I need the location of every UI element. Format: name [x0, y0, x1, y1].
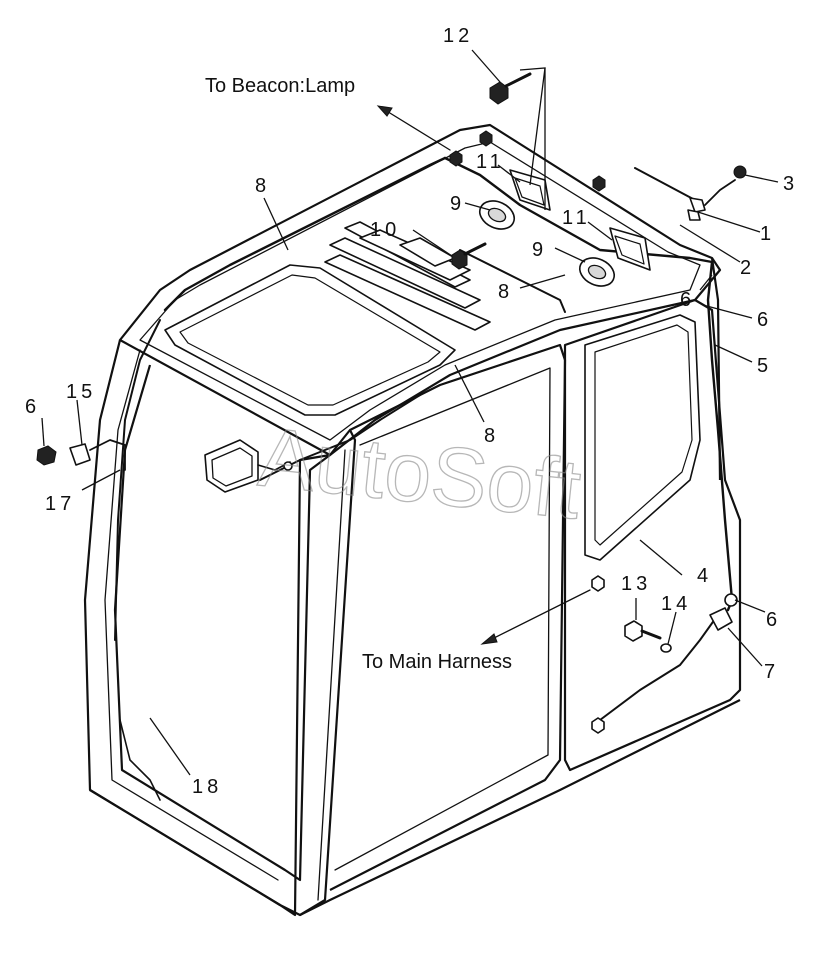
- callout-7: 7: [764, 661, 779, 683]
- speaker-right-icon: [578, 257, 616, 287]
- callout-13: 13: [621, 573, 651, 595]
- roof-outline: [118, 123, 722, 457]
- connector-15-icon: [69, 439, 126, 471]
- roof-harness-side: [443, 156, 714, 264]
- callout-5: 5: [757, 355, 772, 377]
- callout-9-right: 9: [532, 239, 547, 261]
- callout-8-center: 8: [498, 281, 513, 303]
- callout-labels: 12 3 1 2 6 6 5 4 6 7 13 14 8 8 8 9 9 10 …: [25, 25, 798, 798]
- callout-6-roof: 6: [680, 289, 695, 311]
- callout-15: 15: [66, 381, 96, 403]
- callout-3: 3: [783, 173, 798, 195]
- callout-6-left: 6: [25, 396, 40, 418]
- windshield-frame: [113, 364, 331, 882]
- lower-left-harness: [119, 719, 161, 801]
- callout-17: 17: [45, 493, 75, 515]
- direction-arrows: [376, 105, 591, 645]
- callout-1: 1: [760, 223, 775, 245]
- roof-inner-rim: [139, 141, 701, 441]
- bolt-10-icon: [451, 242, 487, 270]
- washer-14-icon: [660, 643, 672, 653]
- callout-11-left: 11: [476, 151, 505, 173]
- leader-lines: [41, 49, 779, 776]
- note-to-main-harness: To Main Harness: [362, 651, 512, 673]
- nut-icon: [479, 130, 493, 147]
- lower-right-harness: [599, 611, 721, 721]
- speaker-bracket-left-icon: [509, 169, 551, 211]
- left-pillar-harness: [114, 319, 161, 641]
- skylight-inner: [179, 274, 441, 406]
- roof-vent-bars: [324, 221, 491, 331]
- speaker-left-icon: [478, 200, 516, 230]
- bolt-13-icon: [624, 620, 662, 642]
- callout-6-rear: 6: [757, 309, 772, 331]
- grommet-1-icon: [687, 209, 701, 221]
- cab-body: [83, 123, 742, 917]
- callout-10: 10: [370, 219, 400, 241]
- work-lamp-icon: [204, 439, 293, 493]
- callout-2: 2: [740, 257, 755, 279]
- callout-8-lower: 8: [484, 425, 499, 447]
- callout-6-lower: 6: [766, 609, 781, 631]
- components: [36, 72, 747, 734]
- nut-icon: [592, 175, 606, 192]
- bolt-12-icon: [489, 72, 532, 105]
- antenna-icon: [634, 165, 747, 213]
- nut-icon: [449, 150, 463, 167]
- front-right-pillar: [299, 428, 357, 916]
- roof-harness-front: [163, 156, 447, 312]
- nut-icon: [591, 575, 605, 592]
- connector-7-icon: [709, 593, 738, 631]
- callout-4: 4: [697, 565, 712, 587]
- callout-8-left: 8: [255, 175, 270, 197]
- nut-icon: [591, 717, 605, 734]
- arrow-main-harness-icon: [480, 633, 498, 645]
- door-window: [584, 314, 701, 561]
- arrow-beacon-icon: [376, 105, 393, 117]
- callout-14: 14: [661, 593, 691, 615]
- callout-12: 12: [443, 25, 473, 47]
- callout-11-right: 11: [562, 207, 591, 229]
- cab-bottom-edge: [89, 699, 741, 917]
- roof-center-wire: [459, 249, 566, 313]
- callout-18: 18: [192, 776, 222, 798]
- cap-6-left-icon: [36, 445, 57, 466]
- front-left-pillar-inner: [104, 349, 279, 881]
- speaker-bracket-right-icon: [609, 227, 651, 271]
- callout-9-left: 9: [450, 193, 465, 215]
- note-to-beacon-lamp: To Beacon:Lamp: [205, 75, 355, 97]
- watermark: AutoSoft: [255, 409, 585, 536]
